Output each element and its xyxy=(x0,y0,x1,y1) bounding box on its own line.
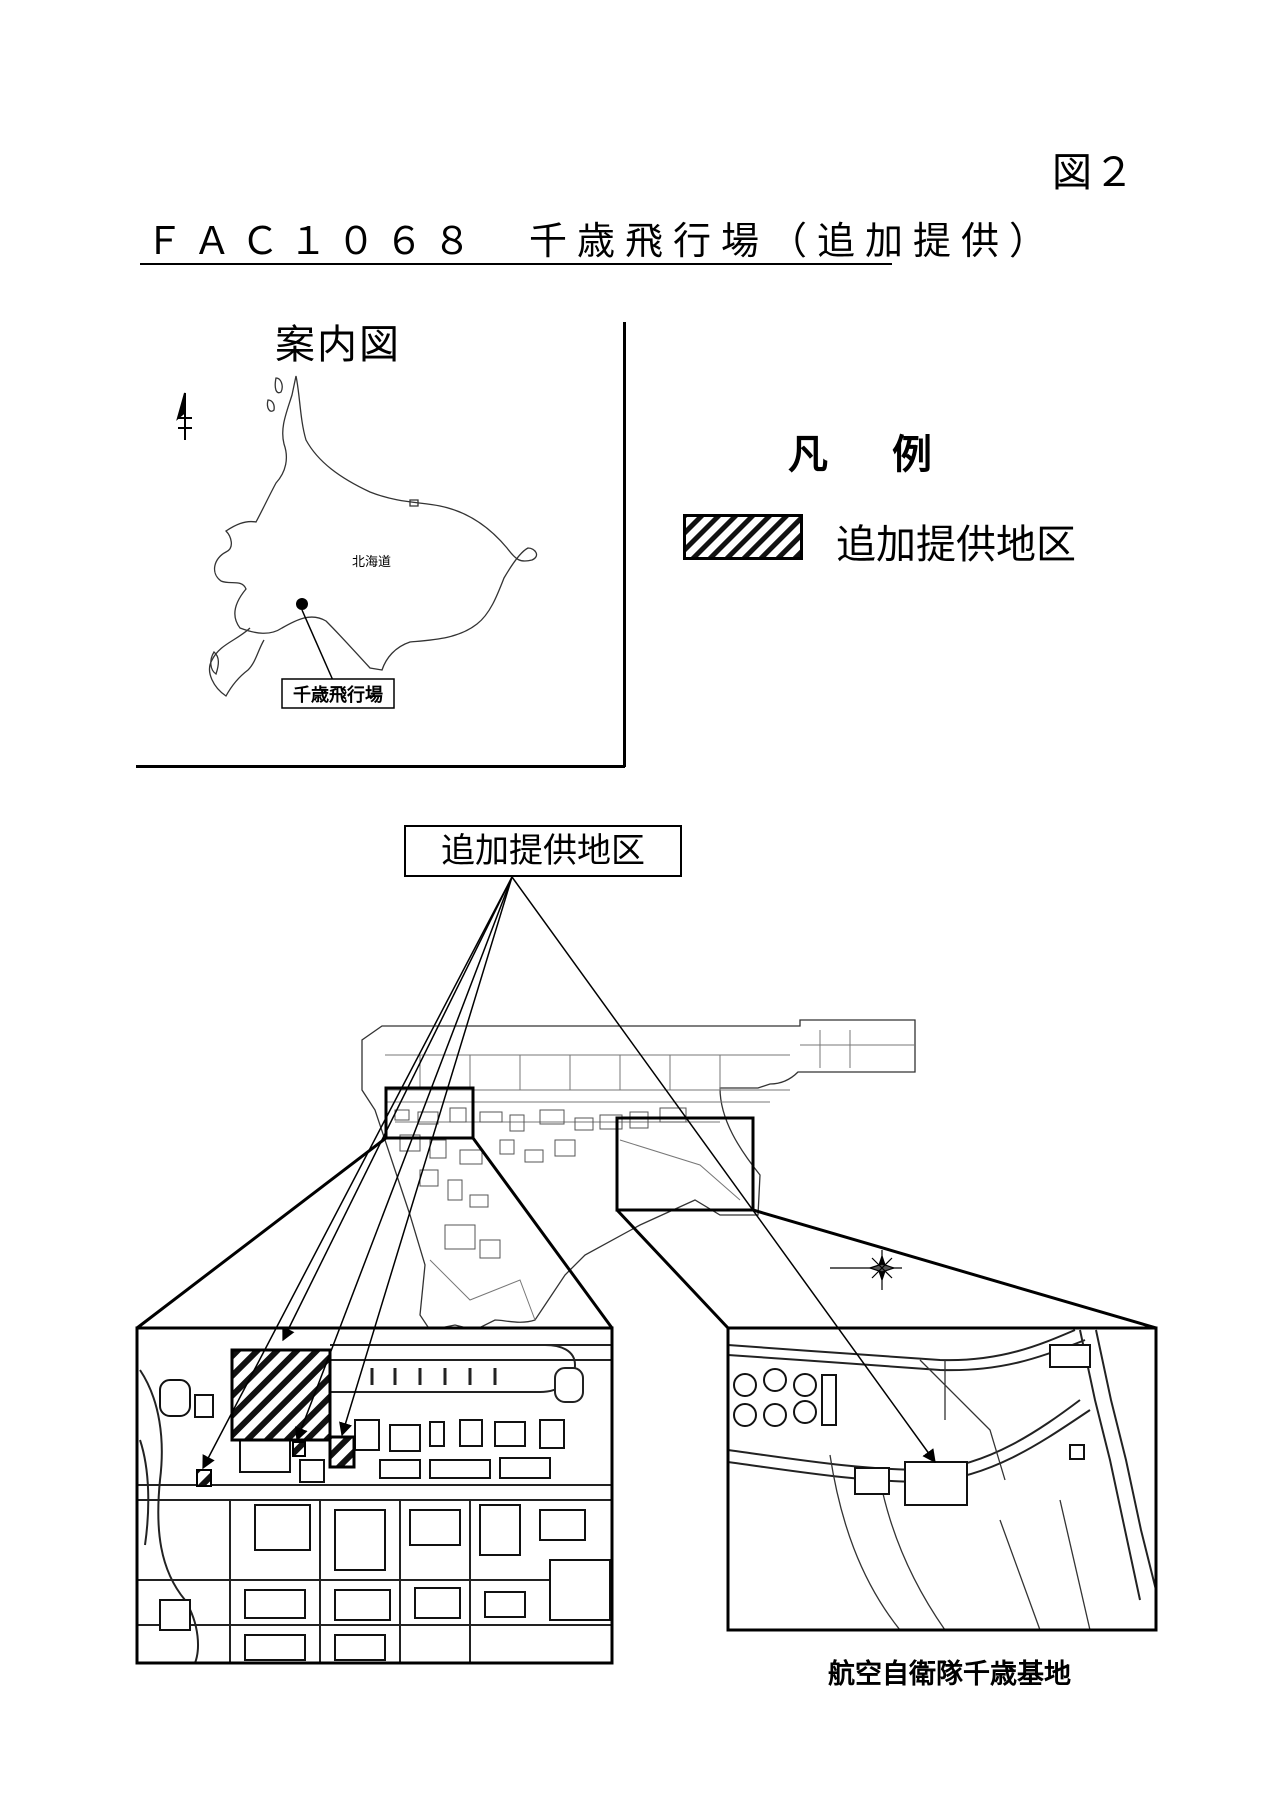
zoom-line-right-1 xyxy=(615,1208,730,1330)
detail-map-right xyxy=(726,1326,1158,1632)
zoom-line-right-2 xyxy=(752,1208,1157,1330)
detail-map-left xyxy=(135,1326,614,1665)
site-label-box xyxy=(281,678,395,709)
legend-title-char-2: 例 xyxy=(892,431,932,478)
legend-title: 凡例 xyxy=(788,422,932,480)
locator-rect-right xyxy=(615,1116,755,1212)
zoom-line-left-2 xyxy=(471,1137,614,1329)
provision-area-3 xyxy=(292,1441,306,1457)
figure-label: 図２ xyxy=(1052,150,1136,196)
zoom-line-left-1 xyxy=(136,1136,387,1330)
site-leader-line xyxy=(301,609,336,686)
provision-area-4 xyxy=(196,1469,212,1487)
region-label: 北海道 xyxy=(352,555,391,570)
hokkaido-outline xyxy=(208,375,538,697)
airfield-overview-plan xyxy=(361,1019,916,1331)
compass-rose-icon xyxy=(830,1250,902,1290)
document-title: ＦＡＣ１０６８ 千歳飛行場（追加提供） xyxy=(145,219,1058,263)
site-label: 千歳飛行場 xyxy=(293,684,383,706)
site-marker xyxy=(296,598,308,610)
legend-hatch-swatch xyxy=(683,514,803,560)
location-map-frame-bottom xyxy=(136,765,625,768)
provision-area-2 xyxy=(328,1435,356,1469)
locator-rect-left xyxy=(384,1086,475,1140)
callout-arrows xyxy=(202,876,936,1470)
callout-label-box: 追加提供地区 xyxy=(404,825,682,877)
location-map-heading: 案内図 xyxy=(275,322,401,368)
provision-area-1 xyxy=(230,1348,332,1442)
title-underline xyxy=(140,263,892,265)
legend-title-char-1: 凡 xyxy=(788,431,828,478)
legend-item-label: 追加提供地区 xyxy=(836,522,1076,568)
base-caption: 航空自衛隊千歳基地 xyxy=(828,1659,1071,1690)
location-map-frame-right xyxy=(623,322,626,767)
north-arrow-icon xyxy=(176,392,192,440)
